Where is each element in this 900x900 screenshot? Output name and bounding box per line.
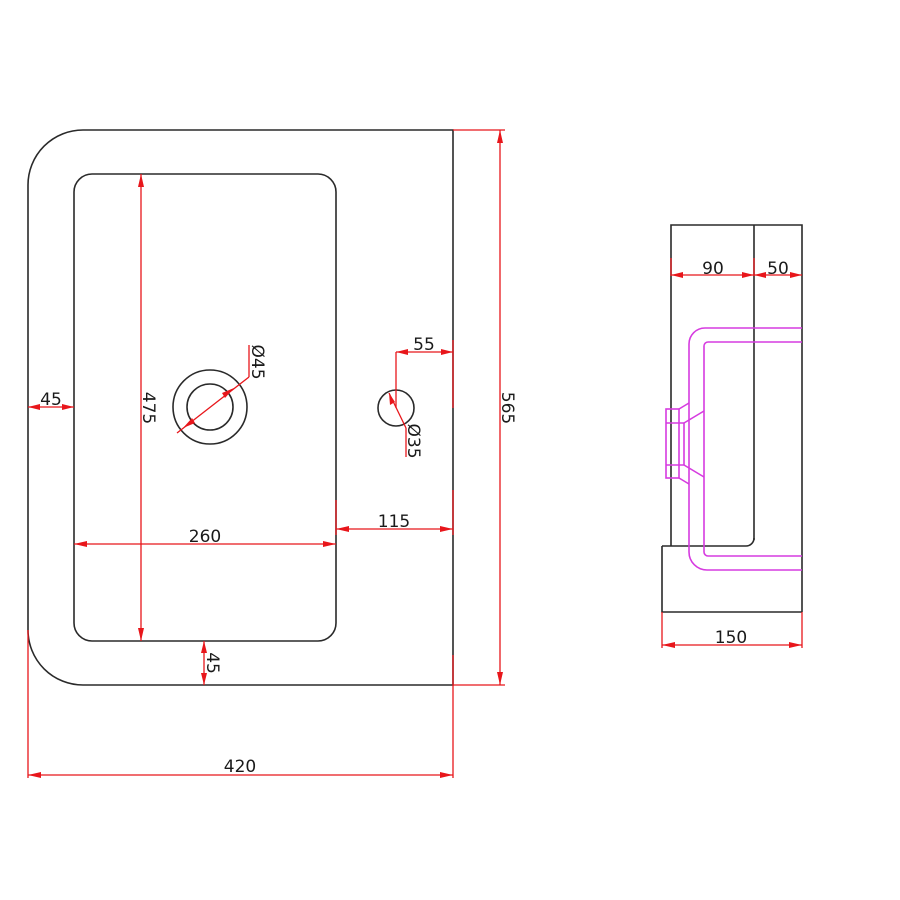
dim-label-side-depth-upper: 90 <box>702 259 724 279</box>
dim-side-depth-lower: 50 <box>754 259 802 279</box>
dim-label-bowl-width: 260 <box>189 527 221 547</box>
dim-label-bowl-length: 475 <box>138 392 158 424</box>
basin-outer-outline <box>27 129 454 686</box>
side-bowl-bottom <box>662 537 755 547</box>
dim-side-depth-upper: 90 <box>670 258 755 279</box>
dim-overall-depth: 565 <box>453 129 517 686</box>
dim-tap-hole-diameter: Ø35 <box>388 392 423 459</box>
dim-left-rim: 45 <box>28 390 74 410</box>
dim-bottom-rim: 45 <box>201 641 222 685</box>
bowl-outline <box>73 173 337 642</box>
dim-label-tap-hole-diameter: Ø35 <box>403 423 423 458</box>
dim-label-tap-offset: 55 <box>413 335 435 355</box>
top-view: 565 420 475 260 <box>27 129 517 778</box>
dim-drain-diameter: Ø45 <box>176 344 267 434</box>
dim-tap-offset: 55 <box>395 335 454 408</box>
dim-bowl-length: 475 <box>138 174 158 641</box>
trap-pipe-inner <box>703 341 802 557</box>
dim-bowl-width: 260 <box>74 527 336 547</box>
dim-side-total-depth: 150 <box>661 612 803 648</box>
trap-pipe-outer <box>688 327 802 571</box>
dim-right-deck: 115 <box>335 490 454 535</box>
waste-connector <box>665 402 705 485</box>
dim-overall-width: 420 <box>27 630 454 778</box>
drain-outer-circle <box>172 369 248 445</box>
side-body-outline <box>670 224 803 612</box>
side-view: 90 50 150 <box>661 224 803 648</box>
dim-label-side-total-depth: 150 <box>715 628 747 648</box>
dim-label-right-deck: 115 <box>378 512 410 532</box>
dim-label-bottom-rim: 45 <box>202 652 222 674</box>
dim-label-overall-width: 420 <box>224 757 256 777</box>
dim-label-side-depth-lower: 50 <box>767 259 789 279</box>
dim-label-drain-diameter: Ø45 <box>247 344 267 379</box>
drain-inner-circle <box>186 383 234 431</box>
dim-label-left-rim: 45 <box>40 390 62 410</box>
dim-label-overall-depth: 565 <box>497 392 517 424</box>
